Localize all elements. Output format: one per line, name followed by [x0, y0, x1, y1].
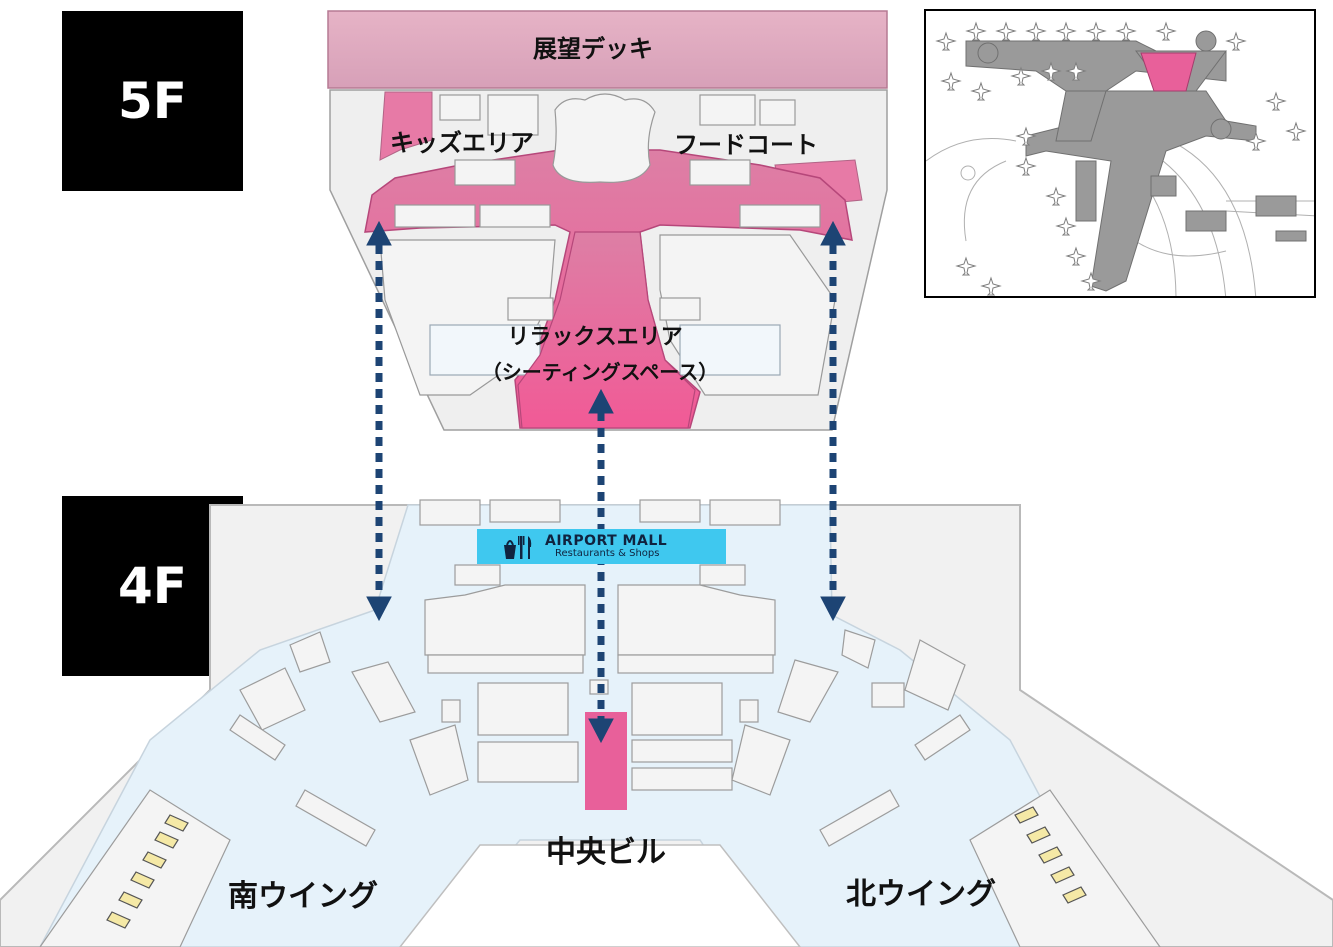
- mall-title: AIRPORT MALL: [545, 533, 668, 549]
- label-relax-area-sub: （シーティングスペース）: [482, 360, 718, 384]
- mall-subtitle: Restaurants & Shops: [555, 548, 660, 559]
- airport-mall-banner: AIRPORT MALL Restaurants & Shops: [477, 529, 726, 564]
- arrow-left-head-up: [366, 220, 392, 246]
- label-relax-area: リラックスエリア: [507, 325, 682, 350]
- label-observation-deck: 展望デッキ: [533, 35, 653, 63]
- connection-arrows: [366, 220, 846, 744]
- label-food-court: フードコート: [674, 131, 818, 159]
- label-north-wing: 北ウイング: [846, 877, 996, 912]
- arrow-right-head-up: [820, 220, 846, 246]
- arrow-right-head-down: [820, 596, 846, 622]
- terminal-overview-map: [926, 21, 1314, 296]
- arrow-center-head-down: [588, 718, 614, 744]
- label-central-building: 中央ビル: [546, 835, 666, 870]
- arrow-center-head-up: [588, 388, 614, 414]
- locator-map: [924, 9, 1316, 298]
- floor-5f-plan: [327, 10, 888, 431]
- arrow-left-head-down: [366, 596, 392, 622]
- observation-deck: [327, 10, 888, 89]
- floor-badge-5f: 5F: [62, 11, 243, 191]
- floor-4f-plan: [0, 499, 1333, 947]
- shopping-dining-icon: [504, 535, 532, 559]
- label-south-wing: 南ウイング: [228, 879, 378, 914]
- label-kids-area: キッズエリア: [390, 129, 534, 157]
